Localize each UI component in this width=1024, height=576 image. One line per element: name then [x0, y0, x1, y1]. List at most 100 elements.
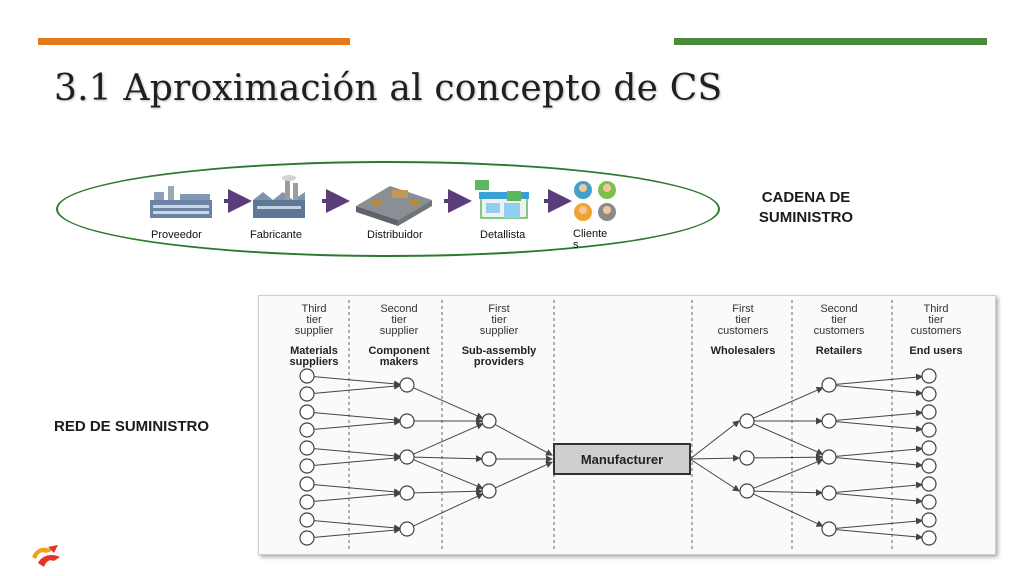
network-node: [921, 368, 937, 384]
accent-bar-green: [674, 38, 987, 45]
distribution-warehouse-icon: [356, 186, 432, 226]
flow-arrow: [753, 489, 824, 497]
network-node: [921, 512, 937, 528]
network-node: [299, 512, 315, 528]
flow-arrow: [835, 481, 924, 493]
network-node: [481, 483, 497, 499]
flow-arrow: [313, 484, 402, 496]
flow-arrow: [313, 520, 402, 532]
flow-arrow: [313, 382, 402, 394]
supplier-factory-icon: [150, 186, 212, 218]
supply-network-label: RED DE SUMINISTRO: [54, 418, 210, 435]
network-node: [399, 413, 415, 429]
supply-chain-ellipse: [56, 161, 720, 257]
network-node: [921, 530, 937, 546]
customers-icon: [574, 181, 616, 221]
retail-store-icon: [475, 180, 529, 219]
network-node: [821, 413, 837, 429]
network-node: [299, 494, 315, 510]
stage-label-supplier: Proveedor: [151, 229, 202, 241]
column-name: Retailers: [816, 345, 862, 357]
network-node: [299, 476, 315, 492]
flow-arrow: [495, 461, 553, 489]
network-node: [821, 377, 837, 393]
network-node: [921, 422, 937, 438]
network-node: [299, 530, 315, 546]
manufacturer-label: Manufacturer: [581, 452, 663, 467]
flow-arrow: [753, 423, 824, 455]
column-name: End users: [909, 345, 962, 357]
flow-arrow: [835, 385, 924, 397]
flow-arrow: [835, 517, 924, 529]
network-node: [821, 485, 837, 501]
network-node: [921, 458, 937, 474]
flow-arrow: [413, 423, 484, 455]
flow-arrow: [689, 454, 740, 462]
network-node: [921, 404, 937, 420]
network-node: [739, 413, 755, 429]
flow-arrow: [753, 458, 824, 489]
stage-label-distributor: Distribuidor: [367, 229, 423, 241]
network-node: [399, 377, 415, 393]
flow-arrow: [835, 493, 924, 505]
stage-label-manufacturer: Fabricante: [250, 229, 302, 241]
accent-bar-orange: [38, 38, 350, 45]
flow-arrow: [313, 490, 402, 502]
network-node: [821, 449, 837, 465]
network-node: [399, 449, 415, 465]
flow-arrow: [753, 493, 824, 527]
column-name: Wholesalers: [711, 345, 776, 357]
slide-title: 3.1 Aproximación al concepto de CS: [54, 68, 723, 109]
flow-arrow: [835, 373, 924, 385]
network-node: [299, 386, 315, 402]
network-node: [299, 404, 315, 420]
logo-icon: [32, 545, 60, 567]
flow-arrow: [835, 457, 924, 469]
flow-arrow: [313, 454, 402, 466]
manufacturer-box: [553, 443, 691, 475]
network-node: [739, 483, 755, 499]
network-node: [299, 368, 315, 384]
flow-arrow: [835, 445, 924, 457]
network-node: [481, 451, 497, 467]
network-node: [921, 494, 937, 510]
network-node: [299, 422, 315, 438]
network-node: [299, 440, 315, 456]
flow-arrow: [413, 493, 484, 527]
network-node: [399, 485, 415, 501]
network-node: [821, 521, 837, 537]
network-node: [399, 521, 415, 537]
flow-arrow: [689, 458, 740, 492]
flow-arrow: [313, 418, 402, 430]
network-node: [739, 450, 755, 466]
flow-arrow: [753, 387, 824, 419]
flow-arrow: [494, 424, 553, 456]
flow-arrow: [753, 453, 824, 461]
flow-arrow: [689, 420, 740, 460]
flow-arrow: [313, 376, 402, 388]
network-node: [921, 386, 937, 402]
flow-arrow: [413, 487, 484, 495]
flow-arrow: [835, 529, 924, 541]
supply-chain-label: CADENA DE SUMINISTRO: [758, 189, 854, 226]
manufacturer-factory-icon: [253, 175, 305, 218]
flow-arrow: [413, 387, 484, 419]
flow-arrow: [835, 421, 924, 433]
flow-arrow: [835, 409, 924, 421]
stage-label-retailer: Detallista: [480, 229, 526, 241]
network-node: [921, 440, 937, 456]
flow-arrow: [413, 455, 484, 463]
flow-arrow: [413, 459, 484, 490]
flow-arrow: [313, 526, 402, 538]
network-node: [481, 413, 497, 429]
